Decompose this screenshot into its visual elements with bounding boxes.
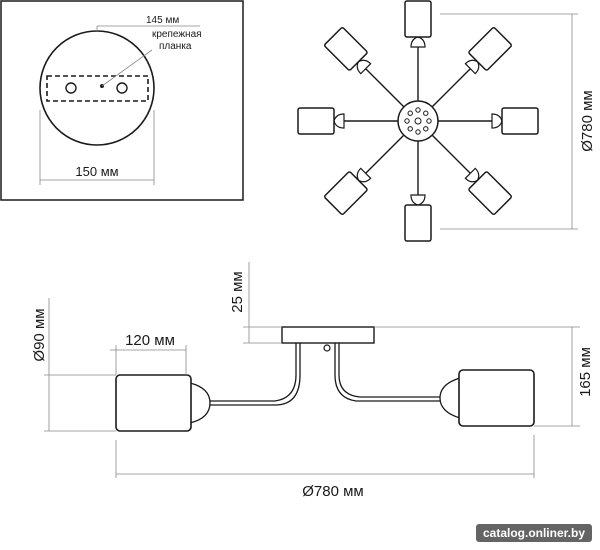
top-view-dimension: Ø780 мм [440, 13, 596, 230]
top-lamp-shade-3 [501, 107, 539, 135]
top-lamp-holder-7 [333, 113, 345, 129]
top-hub-screw-8 [423, 110, 429, 116]
top-lamp-4 [464, 167, 512, 215]
top-hub-screw-1 [426, 118, 432, 124]
top-lamp-shade-1 [404, 0, 432, 38]
top-lamp-3 [491, 107, 539, 135]
top-hub-screw-6 [407, 110, 413, 116]
label-120: 120 мм [125, 332, 175, 349]
top-lamp-shade-2 [468, 27, 512, 71]
top-lamp-shade-5 [404, 204, 432, 242]
top-hub-screw-5 [404, 118, 410, 124]
top-hub-screw-2 [423, 126, 429, 132]
side-shade-right [458, 369, 535, 427]
top-hub-center [414, 117, 422, 125]
leader-plate [101, 49, 153, 87]
canopy-circle [39, 30, 155, 146]
top-lamp-shade-6 [324, 171, 368, 215]
side-canopy [281, 326, 375, 344]
top-hub-screw-4 [407, 126, 413, 132]
mounting-hole-left [65, 82, 77, 94]
side-view: 25 мм Ø90 мм 120 мм 165 мм Ø780 мм [31, 262, 594, 500]
label-150: 150 мм [75, 164, 118, 179]
top-lamp-8 [324, 27, 372, 75]
top-lamp-1 [404, 0, 432, 48]
top-view [297, 0, 539, 242]
label-90: Ø90 мм [31, 308, 48, 361]
side-arm-left [210, 374, 297, 402]
mount-detail: 145 мм крепежная планка 150 мм [0, 0, 244, 201]
label-780-bottom: Ø780 мм [302, 483, 364, 500]
top-lamp-holder-1 [410, 36, 426, 48]
mounting-plate [46, 75, 149, 102]
side-holder-right [439, 377, 461, 419]
top-lamp-5 [404, 194, 432, 242]
top-lamp-holder-3 [491, 113, 503, 129]
side-holder-left [189, 382, 211, 424]
label-plate-line2: планка [159, 41, 192, 52]
top-lamp-shade-8 [324, 27, 368, 71]
label-plate-line1: крепежная [152, 29, 202, 40]
top-lamp-7 [297, 107, 345, 135]
side-arm-left-b [210, 374, 301, 406]
label-top-diameter: Ø780 мм [579, 90, 596, 152]
side-shade-left [115, 374, 192, 432]
label-25: 25 мм [229, 271, 246, 312]
top-lamp-shade-7 [297, 107, 335, 135]
top-hub-screw-7 [415, 107, 421, 113]
side-arm-right [334, 374, 440, 402]
label-165: 165 мм [577, 347, 594, 397]
top-lamp-holder-5 [410, 194, 426, 206]
label-145: 145 мм [146, 15, 179, 26]
top-lamp-2 [464, 27, 512, 75]
mounting-hole-right [116, 82, 128, 94]
top-lamp-shade-4 [468, 171, 512, 215]
watermark-badge: catalog.onliner.by [475, 524, 592, 542]
mount-detail-frame [0, 0, 244, 201]
top-hub-screw-3 [415, 129, 421, 135]
side-center-screw [323, 344, 331, 352]
side-arm-right-b [338, 374, 440, 398]
top-lamp-6 [324, 167, 372, 215]
